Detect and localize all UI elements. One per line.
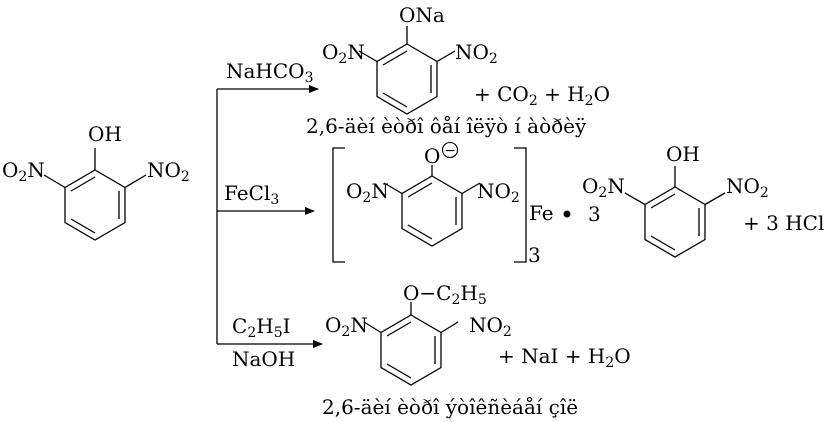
complex-structure: O − O2N NO2 bbox=[332, 141, 527, 263]
reactant-ring bbox=[64, 169, 126, 241]
complex-subscript: 3 bbox=[528, 243, 541, 267]
reactant-inner-bond bbox=[70, 218, 96, 234]
reagent-fecl3: FeCl3 bbox=[224, 181, 279, 208]
bottom-product-name: 2,6-äèí èòðî ýòîêñèáåí çîë bbox=[322, 395, 578, 419]
reactant-inner-bond bbox=[70, 176, 96, 192]
complex-ring bbox=[401, 175, 463, 247]
bottom-product-ring bbox=[380, 314, 442, 386]
top-product-name: 2,6-äèí èòðî ôåí îëÿò í àòðèÿ bbox=[306, 114, 587, 138]
bottom-product-inner-bond bbox=[386, 363, 412, 379]
reagent-nahco3: NaHCO3 bbox=[226, 59, 314, 86]
complex-inner-bond bbox=[407, 224, 433, 240]
bottom-product-no2-left-label: O2N bbox=[325, 313, 368, 340]
top-product-inner-bond bbox=[382, 50, 408, 66]
phenol-inner-bond bbox=[650, 235, 676, 251]
negative-charge-sign: − bbox=[444, 143, 456, 159]
top-product-no2-left-label: O2N bbox=[322, 40, 365, 67]
top-product-inner-bond bbox=[382, 92, 408, 108]
bracket-right bbox=[514, 147, 527, 263]
complex-no2-left-label: O2N bbox=[346, 179, 389, 206]
complex-no2-bond-right bbox=[461, 182, 481, 195]
reactant-no2-bond-left bbox=[43, 174, 66, 189]
bottom-product-no2-right-label: NO2 bbox=[469, 313, 512, 340]
phenol-no2-bond-right bbox=[704, 192, 726, 206]
complex-o-label: O bbox=[424, 144, 440, 168]
bottom-product-no2-bond-left bbox=[363, 321, 382, 334]
bottom-product-oet-label: O−C2H5 bbox=[403, 281, 487, 308]
phenol-ring bbox=[644, 186, 706, 258]
top-product-ona-label: ONa bbox=[399, 3, 445, 27]
top-product-no2-bond-right bbox=[436, 50, 456, 63]
top-product-no2-bond-left bbox=[358, 50, 378, 63]
phenol-structure: OH O2N NO2 bbox=[582, 142, 769, 258]
reactant-no2-bond-right bbox=[124, 174, 147, 189]
phenol-oh-label: OH bbox=[666, 142, 700, 166]
phenol-no2-bond-left bbox=[624, 192, 646, 206]
phenol-inner-bond bbox=[650, 193, 676, 209]
bottom-product-inner-bond bbox=[386, 321, 412, 337]
bottom-product-structure: O−C2H5 O2N NO2 bbox=[325, 281, 512, 386]
reagent-c2h5i: C2H5I bbox=[232, 314, 291, 341]
bracket-left bbox=[332, 147, 345, 263]
branch-arrows bbox=[216, 85, 323, 348]
phenol-coefficient: 3 bbox=[588, 202, 601, 226]
top-byproducts: + CO2 + H2O bbox=[474, 82, 610, 109]
negative-charge-icon bbox=[441, 141, 459, 159]
top-product-ring bbox=[376, 43, 438, 115]
complex-no2-bond-left bbox=[383, 182, 403, 195]
reactant-no2-left-label: O2N bbox=[2, 158, 45, 185]
complex-bullet-icon bbox=[563, 210, 571, 218]
middle-byproduct: + 3 HCl bbox=[743, 211, 824, 235]
top-product-no2-right-label: NO2 bbox=[455, 40, 498, 67]
reactant-structure: OH O2N NO2 bbox=[2, 122, 190, 241]
phenol-no2-left-label: O2N bbox=[582, 174, 625, 201]
reactant-no2-right-label: NO2 bbox=[147, 158, 190, 185]
bottom-product-no2-bond-right bbox=[440, 321, 459, 334]
complex-no2-right-label: NO2 bbox=[477, 179, 520, 206]
complex-inner-bond bbox=[407, 182, 433, 198]
reactant-oh-label: OH bbox=[88, 122, 122, 146]
top-product-structure: ONa O2N NO2 bbox=[322, 3, 498, 115]
complex-iron: Fe bbox=[529, 201, 554, 225]
reagent-naoh: NaOH bbox=[232, 347, 295, 371]
bottom-byproducts: + NaI + H2O bbox=[498, 344, 631, 371]
phenol-no2-right-label: NO2 bbox=[726, 174, 769, 201]
